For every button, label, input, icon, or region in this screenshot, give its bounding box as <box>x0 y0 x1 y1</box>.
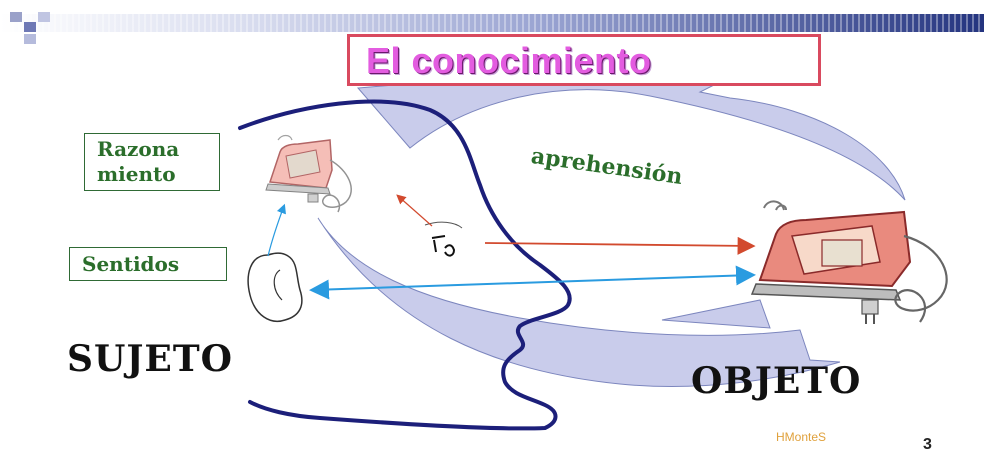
arrow-eye-to-reasoning <box>396 194 433 227</box>
cycle-arrow-tip <box>661 299 771 329</box>
face-profile <box>238 99 572 431</box>
eye-icon <box>424 221 463 257</box>
object-label: OBJETO <box>691 360 862 402</box>
cycle-arrow-bottom <box>317 217 841 388</box>
title-box: El conocimiento <box>347 34 821 86</box>
clothes-iron-icon <box>265 134 352 213</box>
reasoning-label-line2: miento <box>97 162 176 186</box>
arrow-ear-to-reasoning <box>267 203 286 257</box>
clothes-iron-icon <box>750 200 948 324</box>
corner-decoration <box>10 8 70 48</box>
ear-icon <box>247 252 303 322</box>
face-back <box>238 128 248 402</box>
author-credit: HMonteS <box>776 430 827 444</box>
arrow-eye-to-object <box>484 236 756 255</box>
reasoning-label: Razona miento <box>84 133 220 191</box>
page-number: 3 <box>923 436 932 453</box>
page-title: El conocimiento <box>366 40 652 81</box>
subject-label: SUJETO <box>67 338 234 380</box>
header-bar <box>0 14 984 32</box>
reasoning-label-line1: Razona <box>97 137 180 161</box>
senses-label: Sentidos <box>69 247 227 281</box>
arrow-ear-object <box>309 265 756 300</box>
